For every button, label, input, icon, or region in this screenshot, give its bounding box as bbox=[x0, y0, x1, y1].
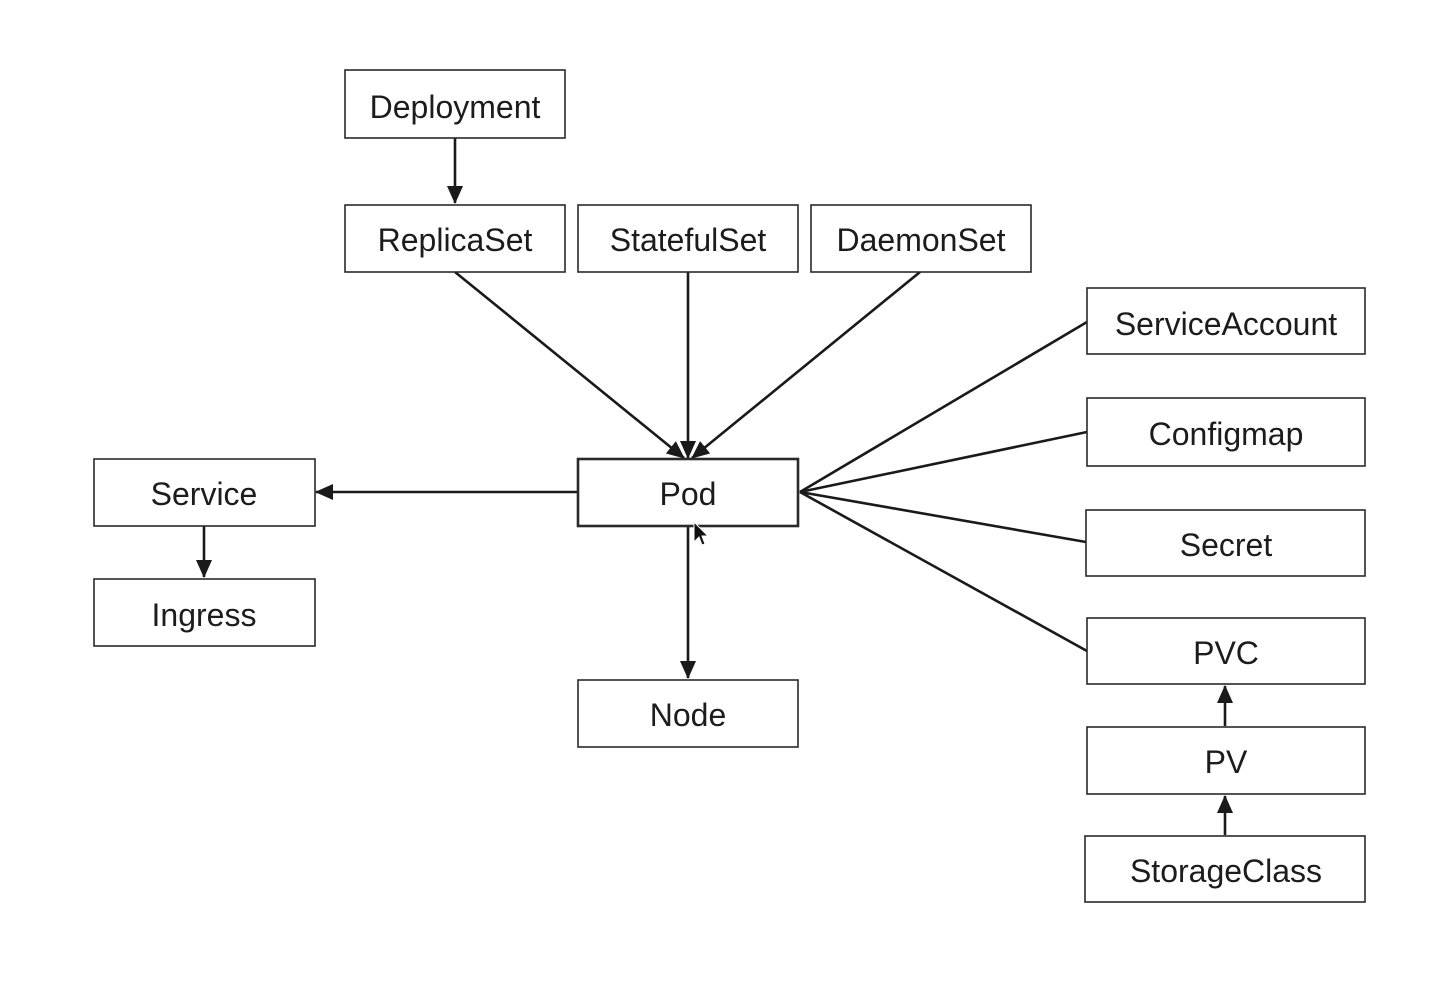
node-ingress-label: Ingress bbox=[152, 597, 257, 633]
node-deployment: Deployment bbox=[344, 69, 566, 139]
node-deployment-label: Deployment bbox=[370, 89, 541, 125]
node-pod-label: Pod bbox=[660, 476, 717, 512]
mouse-cursor-icon bbox=[693, 520, 710, 546]
node-daemonset: DaemonSet bbox=[810, 204, 1032, 273]
node-pv-label: PV bbox=[1205, 744, 1248, 780]
node-service: Service bbox=[93, 458, 316, 527]
node-serviceaccount-label: ServiceAccount bbox=[1115, 306, 1337, 342]
edge-pod-secret bbox=[799, 490, 1087, 544]
node-pv: PV bbox=[1086, 726, 1366, 795]
node-serviceaccount: ServiceAccount bbox=[1086, 287, 1366, 355]
node-secret: Secret bbox=[1085, 509, 1366, 577]
node-statefulset-label: StatefulSet bbox=[610, 222, 767, 258]
node-node: Node bbox=[577, 679, 799, 748]
node-ingress: Ingress bbox=[93, 578, 316, 647]
node-replicaset: ReplicaSet bbox=[344, 204, 566, 273]
edge-pod-pvc bbox=[799, 490, 1088, 653]
node-statefulset: StatefulSet bbox=[577, 204, 799, 273]
node-node-label: Node bbox=[650, 697, 727, 733]
edge-daemonset-pod bbox=[691, 270, 921, 460]
edges bbox=[196, 138, 1233, 835]
node-secret-label: Secret bbox=[1180, 527, 1273, 563]
node-storageclass-label: StorageClass bbox=[1130, 853, 1322, 889]
node-replicaset-label: ReplicaSet bbox=[378, 222, 533, 258]
edge-pod-serviceaccount bbox=[799, 320, 1088, 494]
node-pod: Pod bbox=[576, 457, 800, 528]
node-configmap-label: Configmap bbox=[1149, 416, 1304, 452]
node-configmap: Configmap bbox=[1086, 397, 1366, 467]
node-daemonset-label: DaemonSet bbox=[837, 222, 1006, 258]
node-pvc-label: PVC bbox=[1193, 635, 1259, 671]
edge-replicaset-pod bbox=[454, 270, 685, 460]
node-service-label: Service bbox=[151, 476, 258, 512]
edge-pod-configmap bbox=[799, 430, 1088, 494]
node-storageclass: StorageClass bbox=[1084, 835, 1366, 903]
node-pvc: PVC bbox=[1086, 617, 1366, 685]
